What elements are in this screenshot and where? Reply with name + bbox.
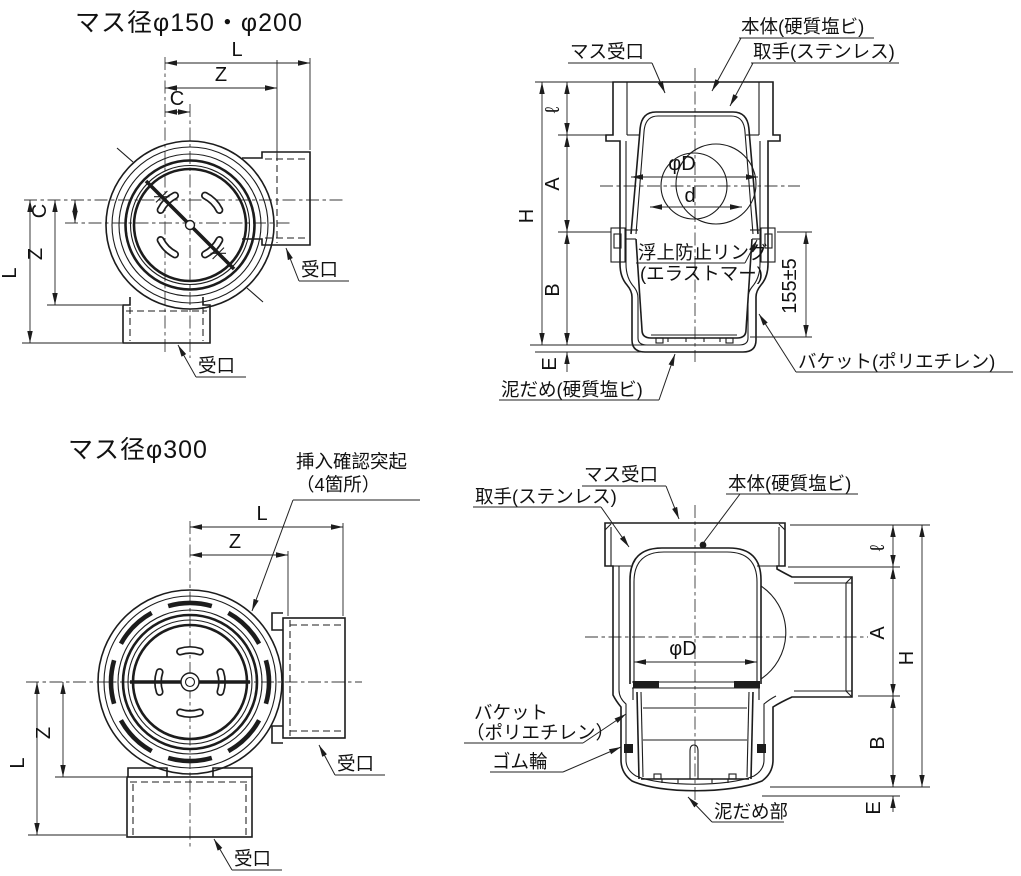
- outlet-pipe: [660, 143, 757, 225]
- label-socket-bottom: 受口: [234, 848, 271, 869]
- label-bucket-2: （ポリエチレン）: [466, 722, 614, 743]
- plan-view-150-200: マス径φ150・φ200: [0, 9, 349, 378]
- float-ring-clips: [610, 227, 776, 263]
- lid-handle: [130, 672, 250, 692]
- dim-label-bucket-depth: 155±5: [779, 258, 801, 313]
- bucket-outline: [626, 111, 760, 344]
- view-title: マス径φ300: [68, 436, 208, 464]
- socket-bottom: [126, 767, 253, 838]
- dim-label-H: H: [516, 209, 538, 223]
- label-insertion-protrusion-1: 挿入確認突起: [296, 451, 407, 472]
- dim-label-phiD: φD: [669, 638, 696, 660]
- rubber-ring-right: [757, 744, 766, 753]
- body-outline: [604, 522, 853, 792]
- dim-label-Z-top: Z: [229, 531, 241, 553]
- dim-label-L-left: L: [0, 267, 21, 278]
- section-view-300: φD ℓ A B E H マス受口 本体(硬質塩ビ) 取手(ステンレス) バケッ…: [464, 464, 930, 823]
- dim-label-L-top: L: [231, 39, 242, 61]
- dim-label-l: ℓ: [867, 544, 889, 551]
- dim-label-Z-top: Z: [215, 64, 227, 86]
- label-bucket-1: バケット: [474, 702, 548, 723]
- leader-dot: [699, 541, 707, 549]
- label-body: 本体(硬質塩ビ): [728, 473, 851, 494]
- label-socket-right: 受口: [301, 259, 338, 280]
- socket-bottom: [122, 297, 211, 344]
- label-socket-right: 受口: [337, 753, 374, 774]
- label-mass-socket: マス受口: [570, 41, 644, 62]
- dim-label-L-left: L: [7, 757, 29, 768]
- dim-label-A: A: [867, 626, 889, 640]
- dim-label-C-left: C: [29, 204, 51, 218]
- label-sump: 泥だめ(硬質塩ビ): [501, 379, 643, 400]
- label-socket-bottom: 受口: [198, 355, 235, 376]
- dim-label-phiD: φD: [668, 153, 695, 175]
- dim-label-L-top: L: [256, 503, 267, 525]
- dim-label-A: A: [542, 177, 564, 191]
- label-bucket: バケット(ポリエチレン): [798, 351, 995, 372]
- section-view-150-200: φD d H ℓ A B E 155±5 マス受口 本体(硬質塩ビ): [499, 16, 1013, 401]
- dim-label-C-top: C: [170, 88, 184, 110]
- socket-right: [271, 612, 346, 744]
- label-handle: 取手(ステンレス): [753, 41, 895, 62]
- dim-label-B: B: [867, 736, 889, 749]
- body-outline: [605, 81, 781, 353]
- label-rubber-ring: ゴム輪: [492, 751, 548, 772]
- dim-label-l: ℓ: [542, 106, 564, 113]
- dim-label-Z-left: Z: [33, 727, 55, 739]
- rubber-ring-left: [624, 744, 633, 753]
- label-mass-socket: マス受口: [584, 464, 658, 485]
- locking-ring-segments: [108, 600, 272, 764]
- dim-label-E: E: [863, 801, 885, 814]
- plan-view-300: マス径φ300: [7, 436, 420, 871]
- bucket-outline: [629, 547, 787, 783]
- label-insertion-protrusion-2: （4箇所）: [296, 474, 380, 495]
- lid-handle: [144, 179, 236, 271]
- label-handle: 取手(ステンレス): [475, 486, 617, 507]
- dim-label-Z-left: Z: [25, 248, 47, 260]
- dim-label-B: B: [542, 283, 564, 296]
- label-float-ring-1: 浮上防止リング: [638, 242, 768, 263]
- view-title: マス径φ150・φ200: [75, 9, 303, 37]
- label-float-ring-2: (エラストマー): [640, 263, 763, 284]
- dim-label-H: H: [896, 651, 918, 665]
- label-sump: 泥だめ部: [714, 801, 788, 822]
- label-body: 本体(硬質塩ビ): [741, 16, 864, 37]
- socket-right: [242, 151, 311, 246]
- dim-label-E: E: [539, 357, 561, 370]
- basin-rings: [105, 140, 275, 310]
- dim-label-d: d: [684, 185, 695, 207]
